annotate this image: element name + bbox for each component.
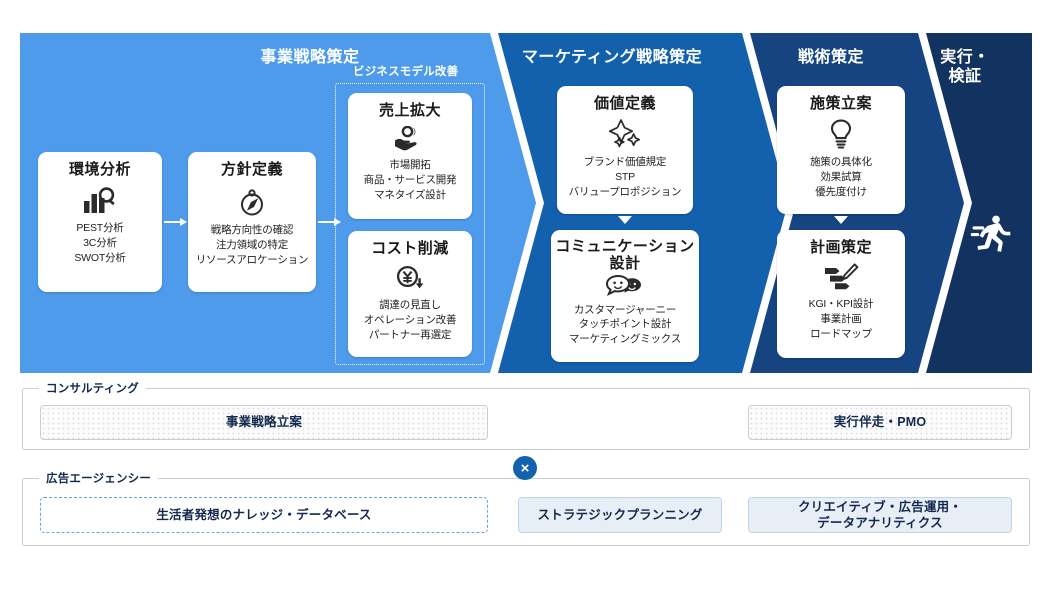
desc-line: バリュープロポジション	[568, 186, 682, 199]
phase-label-tactics: 戦術策定	[797, 49, 864, 66]
running-person-icon	[970, 211, 1014, 260]
desc-line: 効果試算	[820, 171, 862, 184]
card-plan-formulation[interactable]: 計画策定 KGI・KPI設計 事業計画 ロードマップ	[777, 230, 905, 358]
connector-measure-to-plan	[834, 216, 848, 224]
chip-business-strategy-planning[interactable]: 事業戦略立案	[40, 405, 488, 440]
lightbulb-icon	[828, 119, 854, 149]
desc-line: PEST分析	[76, 222, 124, 235]
agency-legend: 広告エージェンシー	[39, 470, 159, 486]
phase-label-business-strategy: 事業戦略策定	[260, 49, 360, 66]
desc-line: カスタマージャーニー	[573, 303, 677, 316]
phase-label-execution-line1: 実行・	[940, 49, 990, 66]
speech-bubbles-icon	[606, 274, 644, 299]
chip-creative-analytics-line1: クリエイティブ・広告運用・	[797, 499, 963, 514]
card-value-definition[interactable]: 価値定義 ブランド価値規定 STP バリュープロポジション	[557, 86, 693, 214]
card-env-analysis[interactable]: 環境分析 PEST分析 3C分析 SWOT分析	[38, 152, 162, 292]
card-communication-design[interactable]: コミュニケーション 設計 カスタマージャーニー タッチポイント設計 マーケティン…	[551, 230, 699, 362]
desc-line: 市場開拓	[389, 159, 431, 172]
bar-chart-magnifier-icon	[83, 185, 117, 215]
card-measure-planning[interactable]: 施策立案 施策の具体化 効果試算 優先度付け	[777, 86, 905, 214]
desc-line: パートナー再選定	[368, 329, 452, 342]
card-env-analysis-desc: PEST分析 3C分析 SWOT分析	[74, 221, 125, 266]
chip-knowledge-database[interactable]: 生活者発想のナレッジ・データベース	[40, 497, 488, 533]
title-line1: コミュニケーション	[555, 238, 695, 255]
cross-badge: ×	[513, 456, 537, 480]
phase-label-execution-line2: 検証	[948, 68, 982, 86]
desc-line: 戦略方向性の確認	[210, 224, 294, 237]
card-policy-definition-title: 方針定義	[220, 161, 283, 178]
compass-icon	[236, 185, 268, 217]
desc-line: マネタイズ設計	[374, 189, 446, 202]
chip-creative-analytics-line2: データアナリティクス	[817, 516, 943, 530]
hand-coin-icon	[393, 126, 427, 152]
connector-env-to-policy	[164, 218, 187, 226]
card-cost-reduction-title: コスト削減	[371, 240, 449, 257]
phase-shape-execution	[926, 33, 1032, 373]
desc-line: 優先度付け	[815, 186, 867, 199]
desc-line: 商品・サービス開発	[363, 174, 457, 187]
card-value-definition-desc: ブランド価値規定 STP バリュープロポジション	[569, 155, 682, 200]
connector-policy-to-bm	[318, 218, 341, 226]
desc-line: ブランド価値規定	[583, 156, 667, 169]
gantt-pen-icon	[822, 263, 860, 291]
desc-line: マーケティングミックス	[568, 333, 682, 346]
desc-line: KGI・KPI設計	[808, 298, 874, 311]
yen-down-icon	[394, 264, 426, 292]
desc-line: 注力領域の特定	[215, 239, 289, 252]
card-plan-formulation-desc: KGI・KPI設計 事業計画 ロードマップ	[809, 297, 874, 342]
card-measure-planning-desc: 施策の具体化 効果試算 優先度付け	[810, 155, 872, 200]
chip-execution-pmo[interactable]: 実行伴走・PMO	[748, 405, 1012, 440]
card-cost-reduction[interactable]: コスト削減 調達の見直し オペレーション改善 パートナー再選定	[348, 231, 472, 357]
card-plan-formulation-title: 計画策定	[809, 239, 872, 256]
card-policy-definition-desc: 戦略方向性の確認 注力領域の特定 リソースアロケーション	[196, 223, 309, 268]
card-policy-definition[interactable]: 方針定義 戦略方向性の確認 注力領域の特定 リソースアロケーション	[188, 152, 316, 292]
card-communication-design-desc: カスタマージャーニー タッチポイント設計 マーケティングミックス	[569, 303, 681, 348]
phase-label-marketing-strategy: マーケティング戦略策定	[521, 49, 703, 66]
desc-line: ロードマップ	[810, 328, 872, 341]
desc-line: 施策の具体化	[810, 156, 872, 169]
desc-line: リソースアロケーション	[195, 254, 309, 267]
sparkle-icon	[606, 119, 644, 149]
card-sales-expansion-title: 売上拡大	[378, 102, 441, 119]
card-sales-expansion[interactable]: 売上拡大 市場開拓 商品・サービス開発 マネタイズ設計	[348, 93, 472, 219]
card-measure-planning-title: 施策立案	[809, 95, 872, 112]
desc-line: オペレーション改善	[363, 314, 457, 327]
desc-line: SWOT分析	[74, 252, 126, 265]
chip-creative-analytics[interactable]: クリエイティブ・広告運用・ データアナリティクス	[748, 497, 1012, 533]
consulting-legend: コンサルティング	[39, 380, 146, 396]
desc-line: タッチポイント設計	[578, 318, 672, 331]
desc-line: 事業計画	[820, 313, 862, 326]
business-model-group-caption: ビジネスモデル改善	[353, 66, 459, 78]
card-value-definition-title: 価値定義	[593, 95, 656, 112]
chip-strategic-planning[interactable]: ストラテジックプランニング	[518, 497, 722, 533]
card-sales-expansion-desc: 市場開拓 商品・サービス開発 マネタイズ設計	[364, 158, 457, 203]
card-env-analysis-title: 環境分析	[68, 161, 131, 178]
title-line2: 設計	[609, 255, 641, 273]
desc-line: STP	[615, 171, 635, 184]
desc-line: 調達の見直し	[379, 299, 441, 312]
connector-value-to-communication	[618, 216, 632, 224]
card-communication-design-title: コミュニケーション 設計	[555, 238, 694, 273]
phase-label-execution: 実行・ 検証	[926, 48, 1004, 86]
desc-line: 3C分析	[83, 237, 117, 250]
card-cost-reduction-desc: 調達の見直し オペレーション改善 パートナー再選定	[364, 298, 457, 343]
